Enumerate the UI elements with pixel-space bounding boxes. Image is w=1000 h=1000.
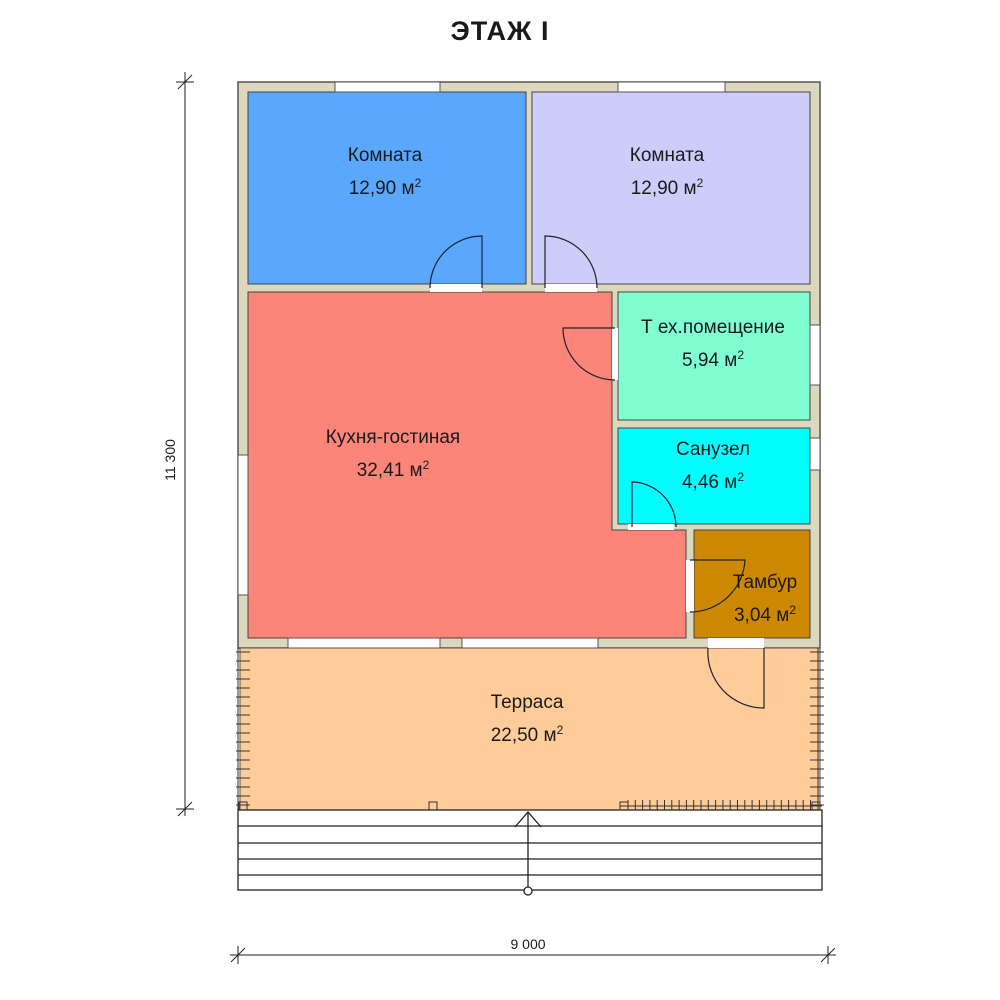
vestibule-fill xyxy=(693,529,811,639)
stairs xyxy=(237,809,823,896)
room-area: 22,50 м2 xyxy=(490,723,564,746)
dimension-lines xyxy=(176,72,836,964)
tech-room-fill xyxy=(617,291,811,421)
room-2-fill xyxy=(531,91,811,285)
room-name: Терраса xyxy=(490,692,564,713)
terrace-railing xyxy=(236,648,824,814)
dimension-height: 11 300 xyxy=(162,439,178,481)
kitchen-fill xyxy=(247,291,687,639)
room-area: 5,94 м2 xyxy=(681,348,744,371)
room-label-bedroom-2: Комната 12,90 м2 xyxy=(630,139,704,205)
room-name: Кухня-гостиная xyxy=(325,427,461,448)
room-label-terrace: Терраса 22,50 м2 xyxy=(491,686,564,752)
doors xyxy=(429,235,765,709)
room-area: 3,04 м2 xyxy=(733,603,796,626)
dimension-width: 9 000 xyxy=(510,936,546,952)
room-label-tech-room: Т ех.помещение 5,94 м2 xyxy=(641,311,785,377)
floor-title: ЭТАЖ I xyxy=(450,16,550,46)
room-label-bedroom-1: Комната 12,90 м2 xyxy=(348,139,422,205)
windows xyxy=(237,81,821,649)
room-name: Тамбур xyxy=(732,572,798,593)
room-name: Т ех.помещение xyxy=(641,317,785,338)
room-label-vestibule: Тамбур 3,04 м2 xyxy=(733,566,798,632)
room-area: 4,46 м2 xyxy=(681,470,745,493)
room-area: 12,90 м2 xyxy=(348,176,422,199)
bathroom-fill xyxy=(617,427,811,525)
room-label-bathroom: Санузел 4,46 м2 xyxy=(676,433,750,499)
room-name: Комната xyxy=(347,145,423,166)
room-area: 12,90 м2 xyxy=(630,176,704,199)
room-name: Санузел xyxy=(675,439,751,460)
terrace-floor xyxy=(239,647,821,811)
room-area: 32,41 м2 xyxy=(356,458,430,481)
room-label-kitchen-living: Кухня-гостиная 32,41 м2 xyxy=(326,421,460,487)
room-name: Комната xyxy=(629,145,705,166)
